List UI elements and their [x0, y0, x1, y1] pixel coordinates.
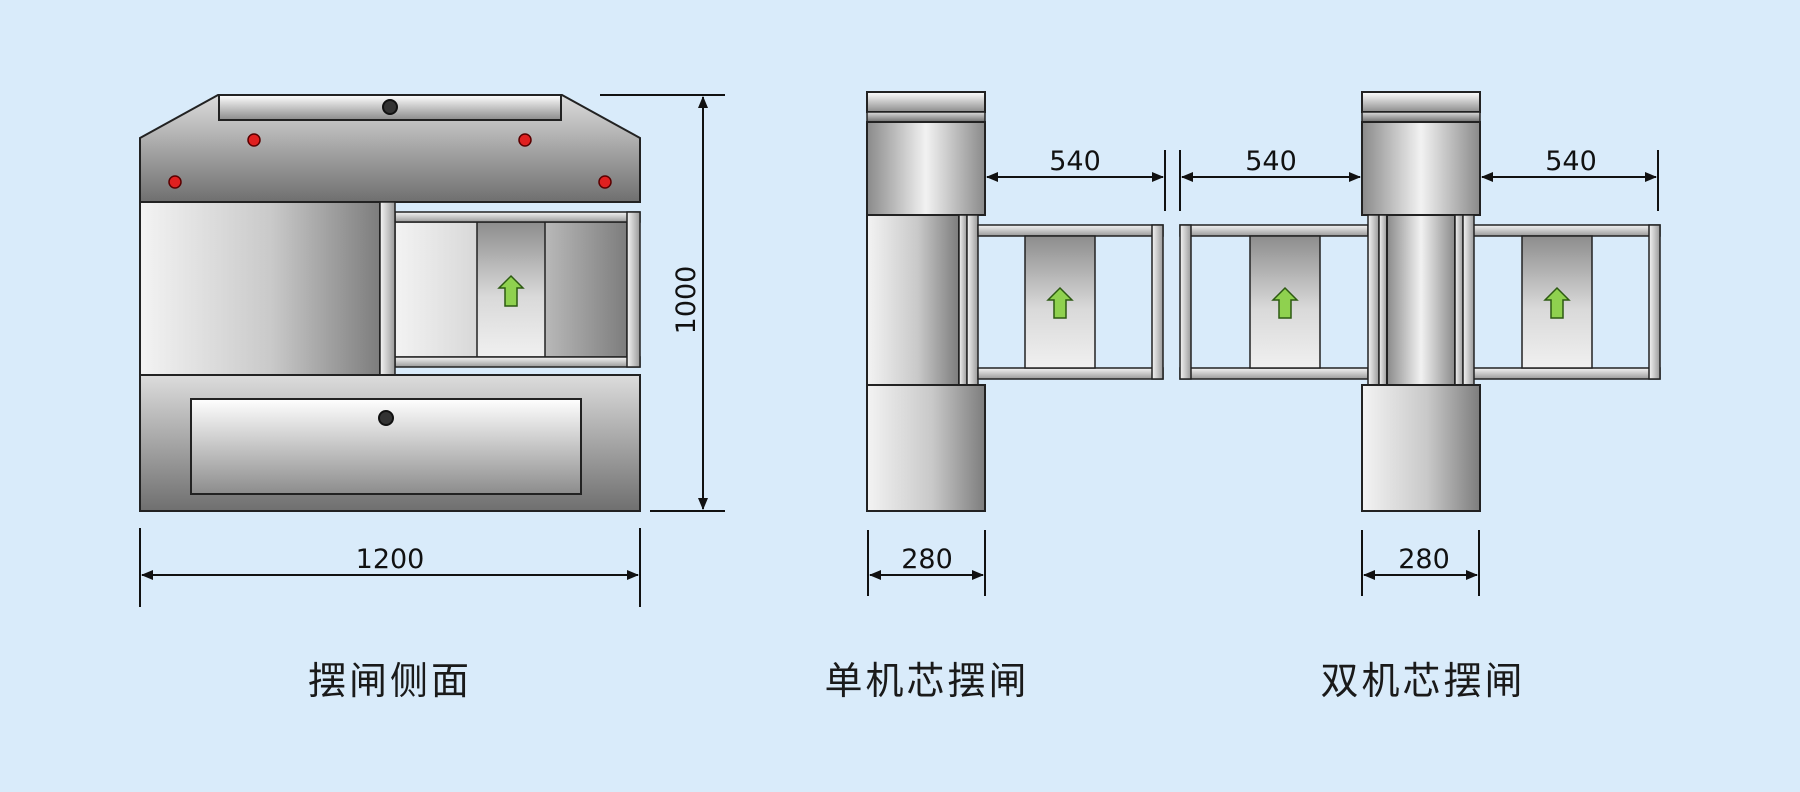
- side-view-cabinet: [139, 94, 641, 512]
- single-arm-end-post: [1151, 224, 1164, 380]
- dim-label-side-width: 1200: [356, 544, 425, 575]
- side-frame-post-left: [379, 201, 396, 376]
- double-post: [1378, 214, 1388, 386]
- single-post: [966, 214, 979, 386]
- dimension-side-height: 1000: [600, 94, 725, 512]
- double-base: [1361, 384, 1481, 512]
- keyhole-icon: [378, 410, 394, 426]
- caption-single-core: 单机芯摆闸: [824, 659, 1030, 703]
- dimension-double-body-width: 280: [1361, 530, 1480, 596]
- dim-label-side-height: 1000: [671, 266, 702, 335]
- dimension-single-gate-width: 540: [986, 146, 1166, 211]
- single-arm-bar-top: [977, 224, 1164, 237]
- single-base: [866, 384, 986, 512]
- side-frame-post-right: [626, 211, 641, 368]
- single-arm-bar-bottom: [977, 367, 1164, 380]
- dimension-double-right-gate-width: 540: [1481, 146, 1659, 211]
- single-cap-top: [866, 91, 986, 113]
- side-middle-panel: [139, 201, 381, 376]
- double-left-arm-end-post: [1179, 224, 1192, 380]
- dimension-single-body-width: 280: [867, 530, 986, 596]
- single-core-gate: [866, 91, 1164, 512]
- double-post: [1367, 214, 1380, 386]
- dim-label-double-right-gate-width: 540: [1545, 146, 1597, 177]
- double-left-arm-bar-top: [1179, 224, 1369, 237]
- side-frame-bar-bottom: [394, 356, 641, 368]
- dim-label-single-gate-width: 540: [1049, 146, 1101, 177]
- dim-label-single-body-width: 280: [901, 544, 953, 575]
- red-indicator-light-icon: [247, 133, 261, 147]
- single-cap-band: [866, 111, 986, 123]
- double-post: [1462, 214, 1475, 386]
- side-frame-bar-top: [394, 211, 641, 223]
- red-indicator-light-icon: [598, 175, 612, 189]
- dimension-double-left-gate-width: 540: [1179, 146, 1361, 211]
- double-right-arm-bar-top: [1466, 224, 1661, 237]
- red-indicator-light-icon: [168, 175, 182, 189]
- single-head-block: [866, 121, 986, 216]
- dimension-side-width: 1200: [139, 528, 641, 607]
- double-right-arm-end-post: [1648, 224, 1661, 380]
- dim-label-double-left-gate-width: 540: [1245, 146, 1297, 177]
- dim-label-double-body-width: 280: [1398, 544, 1450, 575]
- caption-double-core: 双机芯摆闸: [1320, 659, 1526, 703]
- single-mid-column: [866, 214, 960, 386]
- double-head-block: [1361, 121, 1481, 216]
- keyhole-icon: [382, 99, 398, 115]
- double-mid-column: [1386, 214, 1456, 386]
- single-post: [958, 214, 968, 386]
- double-left-arm-bar-bottom: [1179, 367, 1369, 380]
- double-core-gate: [1179, 91, 1661, 512]
- double-cap-band: [1361, 111, 1481, 123]
- double-right-arm-bar-bottom: [1466, 367, 1661, 380]
- double-post: [1454, 214, 1464, 386]
- red-indicator-light-icon: [518, 133, 532, 147]
- caption-side-view: 摆闸侧面: [307, 659, 472, 703]
- double-cap-top: [1361, 91, 1481, 113]
